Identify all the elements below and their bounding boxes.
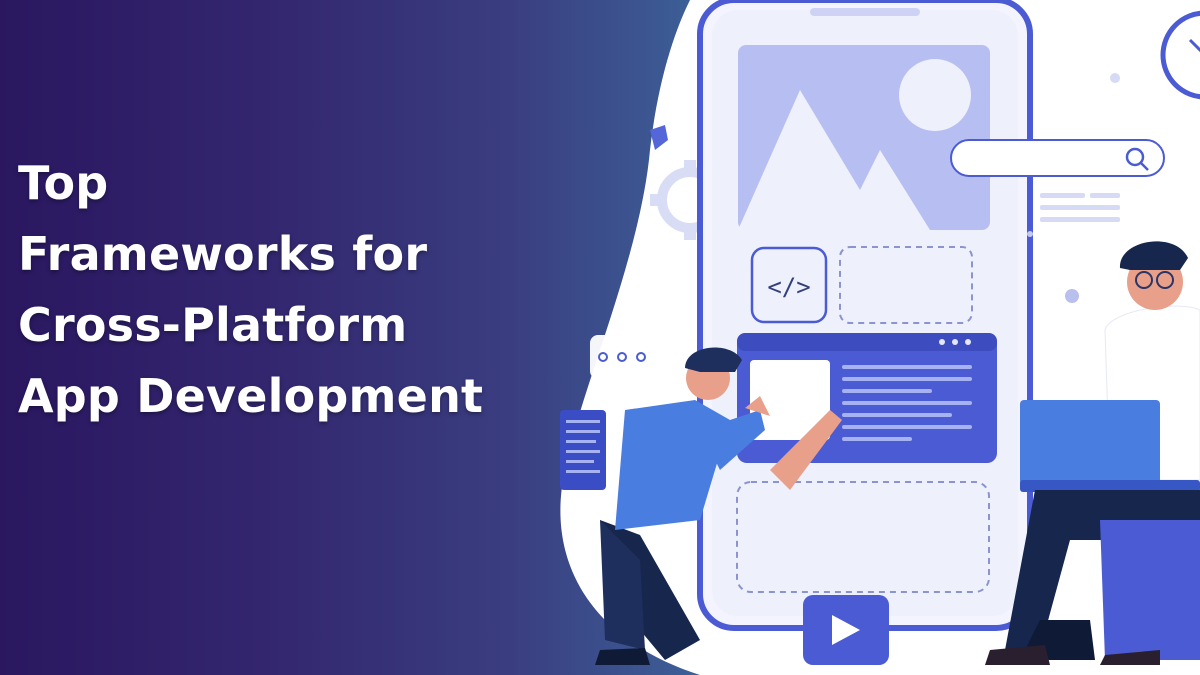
mountain-shape (738, 90, 930, 230)
title-line-1: Top (18, 156, 109, 210)
page-title: Top Frameworks for Cross-Platform App De… (18, 148, 578, 432)
dashed-placeholder-bottom (736, 481, 990, 593)
chat-bubble-icon (590, 335, 662, 392)
person-kneeling (595, 347, 842, 665)
code-icon (750, 246, 828, 324)
code-tag: </> (767, 273, 810, 301)
content-card-thumb (750, 360, 830, 440)
title-line-2: Frameworks for (18, 227, 428, 281)
title-line-3: Cross-Platform (18, 298, 408, 352)
title-line-4: App Development (18, 369, 484, 423)
content-card-header (737, 333, 997, 351)
person-sitting (985, 241, 1200, 665)
sun-shape (899, 59, 971, 131)
search-icon (1125, 147, 1149, 171)
phone-speaker (810, 8, 920, 16)
dashed-placeholder-top (839, 246, 973, 324)
code-panel (560, 410, 606, 490)
clock-icon (1160, 10, 1200, 100)
search-input (950, 139, 1165, 177)
gear-icon-accent (650, 125, 668, 150)
